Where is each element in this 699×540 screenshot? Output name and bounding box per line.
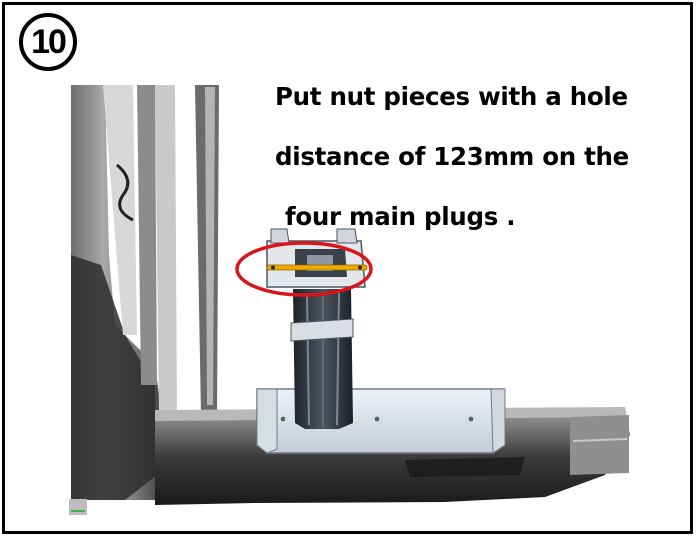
support-post-rib-1 <box>306 292 310 426</box>
vehicle-scan-illustration <box>69 85 630 515</box>
top-bracket-tab-right <box>336 228 358 244</box>
step-number-badge: 10 <box>19 13 77 71</box>
plate-hole-2 <box>374 416 380 422</box>
sill-noise <box>405 457 525 477</box>
instruction-panel: 10 Put nut pieces with a hole distance o… <box>2 2 693 534</box>
door-frame-vertical-1 <box>137 85 157 385</box>
instruction-line-3: four main plugs . <box>285 202 516 231</box>
wire-harness <box>116 163 134 222</box>
highlight-ellipse <box>235 241 373 297</box>
nut-hole-right <box>358 265 362 270</box>
mounting-plate-lip <box>256 388 278 454</box>
plate-hole-3 <box>468 416 474 422</box>
door-frame-vertical-2 <box>155 85 177 415</box>
scan-origin-marker <box>69 499 87 515</box>
instruction-line-2: distance of 123mm on the <box>275 142 629 171</box>
nut-hole-left <box>271 265 275 270</box>
step-number: 10 <box>31 22 67 61</box>
mounting-plate-lip-right <box>490 388 506 454</box>
plate-hole-1 <box>280 416 286 422</box>
sill-right-block-line <box>572 438 628 442</box>
sill-right-block <box>570 415 629 475</box>
door-panel-shadow <box>71 255 157 500</box>
nut-piece-bar <box>266 264 368 271</box>
instruction-line-1: Put nut pieces with a hole <box>275 82 628 111</box>
mounting-plate <box>256 388 506 454</box>
instruction-text: Put nut pieces with a hole distance of 1… <box>275 67 685 247</box>
support-post-rib-3 <box>336 292 340 426</box>
support-post-collar <box>290 318 354 342</box>
door-frame-vertical-4 <box>205 87 215 405</box>
